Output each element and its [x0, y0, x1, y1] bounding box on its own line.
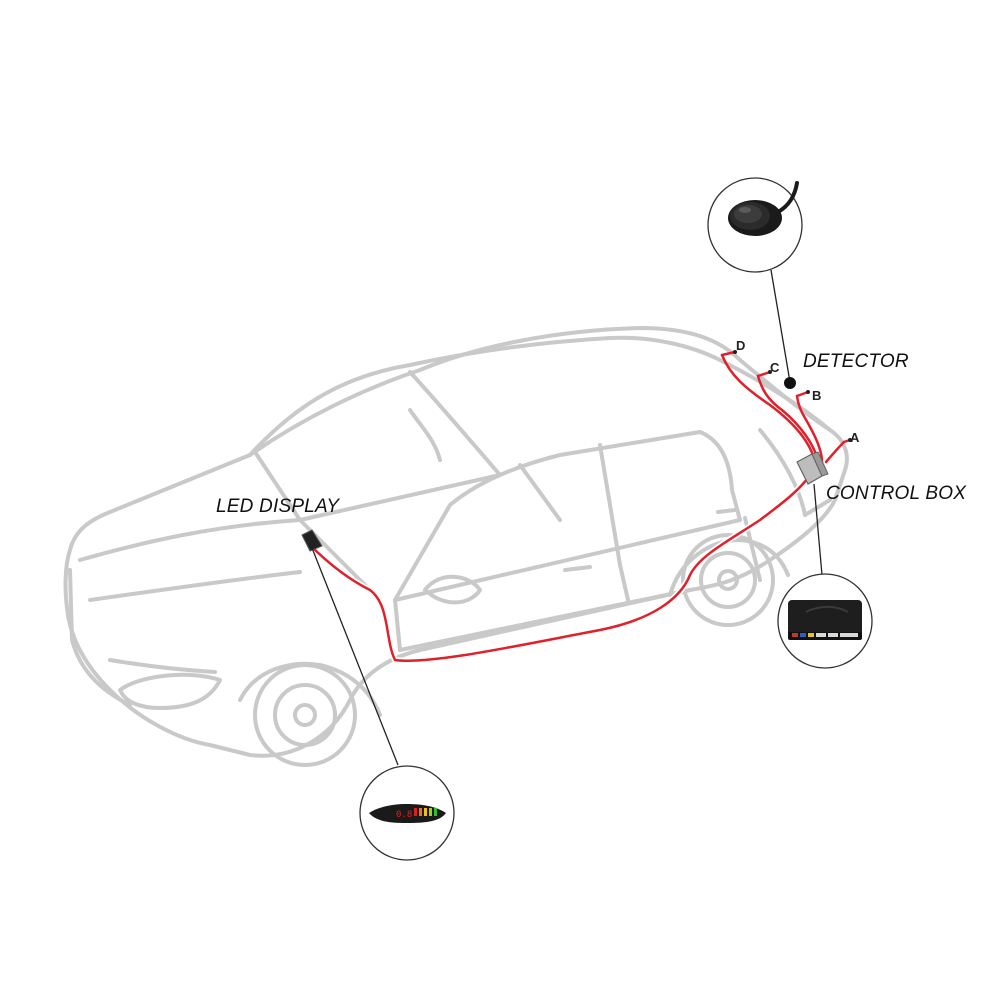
led-display-leader: [311, 547, 399, 766]
car-outline: [63, 326, 849, 767]
led-display-label: LED DISPLAY: [216, 496, 340, 517]
control-box-callout: [777, 573, 873, 669]
sensor-dot-b: [806, 390, 810, 394]
led-display-callout: 0.8: [359, 765, 455, 861]
leader-lines: [311, 269, 823, 766]
display-readout: 0.8: [396, 810, 412, 820]
detector-marker: [784, 377, 796, 389]
detector-leader: [770, 269, 791, 383]
control-box-on-car: [796, 451, 829, 485]
sensor-dot-d: [733, 350, 737, 354]
sensor-label-c: C: [770, 360, 780, 375]
sensor-dot-a: [848, 438, 852, 442]
sensor-label-a: A: [850, 430, 860, 445]
sensor-points: [733, 350, 852, 442]
sensor-label-b: B: [812, 388, 822, 403]
detector-label: DETECTOR: [803, 351, 909, 372]
sensor-dot-c: [768, 370, 772, 374]
sensor-label-d: D: [736, 338, 746, 353]
led-display-on-car: [301, 529, 323, 552]
detector-callout: [707, 177, 803, 273]
wiring-harness: [307, 350, 852, 664]
control-box-leader: [813, 483, 823, 576]
control-box-label: CONTROL BOX: [826, 483, 967, 504]
